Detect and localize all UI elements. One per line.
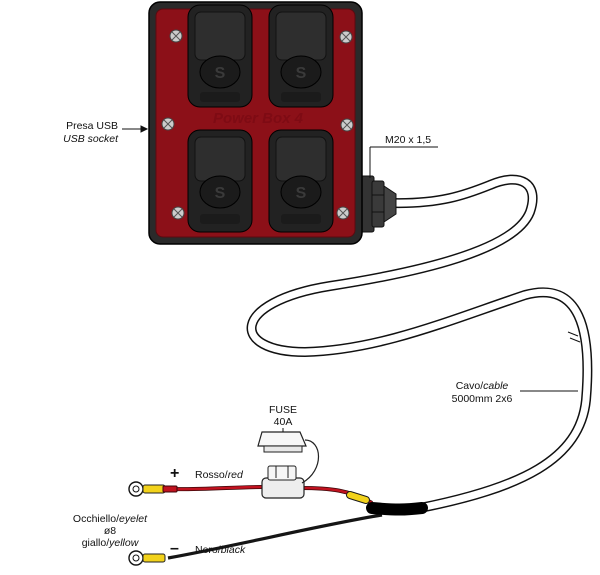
label-black-wire: Nero/black [195,544,246,556]
screw-icon [339,30,353,44]
label-cable-en: cable [483,380,508,392]
svg-text:S: S [296,65,307,82]
label-eyelet-color-en: yellow [108,537,140,549]
main-cable [246,174,593,513]
svg-text:S: S [215,65,226,82]
eyelet-terminal-red [128,481,178,497]
usb-socket: S [187,4,253,108]
screw-icon [169,29,183,43]
label-fuse-line1: FUSE [269,404,297,416]
label-eyelet-en: eyelet [119,513,148,525]
label-plus-sign: + [170,465,179,482]
label-cable: Cavo/cable 5000mm 2x6 [452,380,513,405]
svg-text:S: S [296,185,307,202]
black-wire [167,513,383,560]
screw-icon [340,118,354,132]
cable-junction [366,502,428,516]
svg-text:Cavo/cable: Cavo/cable [456,380,509,392]
power-box: Power Box 4 S [148,1,363,245]
label-red-it: Rosso/ [195,469,228,481]
label-minus-sign: – [170,540,179,557]
usb-socket: S [187,129,253,233]
label-cable-it: Cavo/ [456,380,484,392]
label-red-wire: Rosso/red [195,469,244,481]
eyelet-terminal-black [128,550,166,566]
usb-socket: S [268,4,334,108]
label-black-en: black [221,544,246,556]
label-gland: M20 x 1,5 [385,134,431,146]
label-fuse: FUSE 40A [269,404,297,428]
label-black-it: Nero/ [195,544,221,556]
label-cable-spec: 5000mm 2x6 [452,393,513,405]
cable-gland [359,175,397,233]
svg-text:giallo/yellow: giallo/yellow [82,537,140,549]
screw-icon [171,206,185,220]
label-usb-it: Presa USB [66,120,118,132]
label-fuse-line2: 40A [274,416,293,428]
label-eyelet-size: ø8 [104,525,116,537]
label-eyelet: Occhiello/eyelet ø8 giallo/yellow [73,513,148,549]
label-eyelet-it: Occhiello/ [73,513,119,525]
usb-socket: S [268,129,334,233]
leader-lines [122,125,578,432]
label-usb-socket: Presa USB USB socket [63,120,119,145]
label-usb-en: USB socket [63,133,119,145]
screw-icon [336,206,350,220]
fuse-holder [257,431,319,499]
svg-text:Occhiello/eyelet: Occhiello/eyelet [73,513,148,525]
label-red-en: red [228,469,244,481]
label-eyelet-color-it: giallo/ [82,537,110,549]
screw-icon [161,117,175,131]
product-title: Power Box 4 [213,110,304,127]
svg-text:S: S [215,185,226,202]
